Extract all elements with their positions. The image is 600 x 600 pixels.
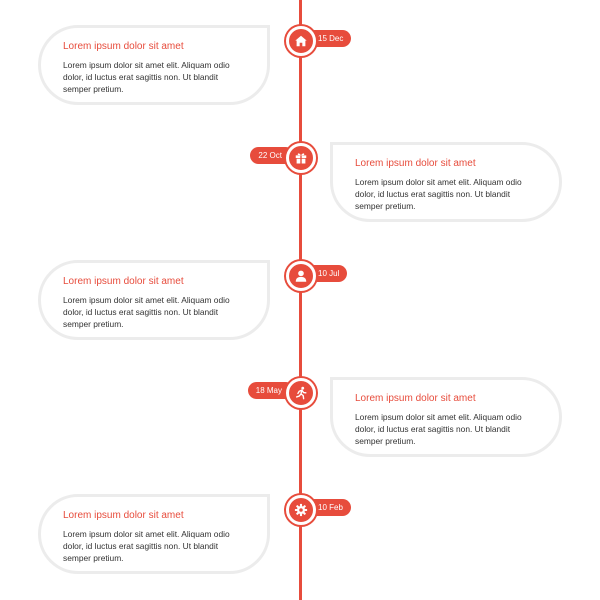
- card-text: Lorem ipsum dolor sit amet elit. Aliquam…: [355, 412, 522, 446]
- date-badge: 18 May: [247, 382, 294, 399]
- timeline-card: Lorem ipsum dolor sit amet Lorem ipsum d…: [330, 377, 562, 457]
- card-title: Lorem ipsum dolor sit amet: [355, 393, 476, 404]
- gift-icon: [286, 143, 316, 173]
- card-text: Lorem ipsum dolor sit amet elit. Aliquam…: [63, 295, 230, 329]
- card-text: Lorem ipsum dolor sit amet elit. Aliquam…: [63, 529, 230, 563]
- card-text: Lorem ipsum dolor sit amet elit. Aliquam…: [355, 177, 522, 211]
- gear-icon: [286, 495, 316, 525]
- running-icon: [286, 378, 316, 408]
- card-title: Lorem ipsum dolor sit amet: [355, 158, 476, 169]
- user-icon: [286, 261, 316, 291]
- date-badge: 22 Oct: [250, 147, 294, 164]
- timeline-line: [299, 0, 302, 600]
- timeline-card: Lorem ipsum dolor sit amet Lorem ipsum d…: [38, 25, 270, 105]
- timeline-card: Lorem ipsum dolor sit amet Lorem ipsum d…: [330, 142, 562, 222]
- timeline-card: Lorem ipsum dolor sit amet Lorem ipsum d…: [38, 260, 270, 340]
- date-badge: 15 Dec: [306, 30, 352, 47]
- timeline-card: Lorem ipsum dolor sit amet Lorem ipsum d…: [38, 494, 270, 574]
- card-title: Lorem ipsum dolor sit amet: [63, 41, 184, 52]
- home-icon: [286, 26, 316, 56]
- card-text: Lorem ipsum dolor sit amet elit. Aliquam…: [63, 60, 230, 94]
- date-badge: 10 Jul: [306, 265, 348, 282]
- card-title: Lorem ipsum dolor sit amet: [63, 510, 184, 521]
- date-badge: 10 Feb: [306, 499, 351, 516]
- card-title: Lorem ipsum dolor sit amet: [63, 276, 184, 287]
